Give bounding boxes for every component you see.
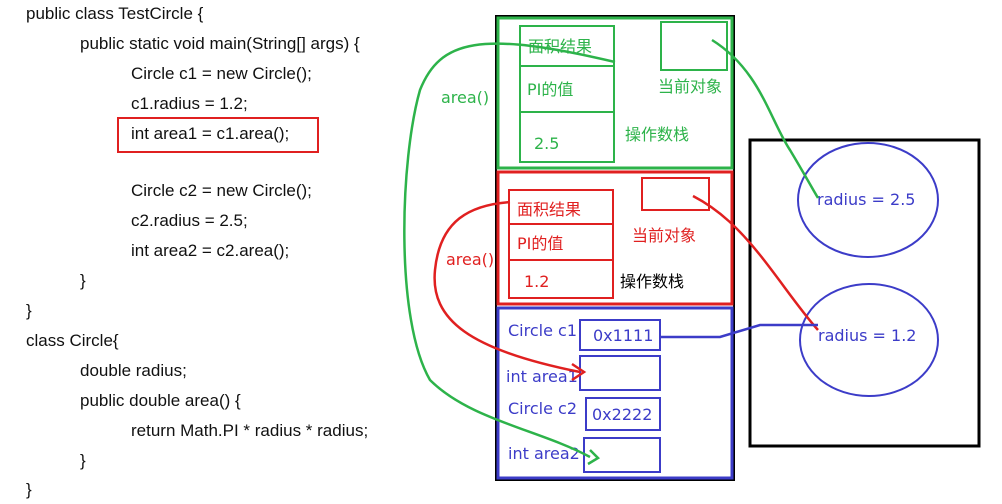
call-label-bottom: area() xyxy=(446,250,494,269)
code-line: public static void main(String[] args) { xyxy=(80,34,360,53)
arrow-this-top-to-heap xyxy=(711,38,820,199)
stack-frame-top: 面积结果 PI的值 2.5 当前对象 操作数栈 xyxy=(496,16,734,170)
frame-top-operand-label: 操作数栈 xyxy=(625,125,689,144)
frame-top-border xyxy=(496,16,734,170)
code-line: } xyxy=(26,301,32,320)
frame-top-this-cell xyxy=(660,21,728,71)
arrow-area2-to-top-frame xyxy=(403,42,616,459)
frame-bottom-this-label: 当前对象 xyxy=(632,226,696,245)
frame-main-border xyxy=(496,306,734,480)
code-line: c2.radius = 2.5; xyxy=(131,211,248,230)
heap-object-top-label: radius = 2.5 xyxy=(817,190,915,209)
frame-bottom-value: 1.2 xyxy=(524,272,549,291)
stack-frame-main: Circle c1 0x1111 int area1 Circle c2 0x2… xyxy=(496,306,734,480)
code-line: } xyxy=(26,480,32,499)
c2-ref-cell xyxy=(585,397,661,431)
arrow-area1-to-frame xyxy=(433,200,581,374)
code-line: c1.radius = 1.2; xyxy=(131,94,248,113)
frame-top-value-cell xyxy=(519,111,615,163)
heap-object-top xyxy=(797,142,939,258)
code-line: Circle c2 = new Circle(); xyxy=(131,181,312,200)
stack-outline xyxy=(495,15,735,481)
code-line: public class TestCircle { xyxy=(26,4,204,23)
code-line: return Math.PI * radius * radius; xyxy=(131,421,369,440)
heap-object-bottom xyxy=(799,283,939,397)
heap: radius = 2.5 radius = 1.2 xyxy=(748,138,981,448)
frame-bottom-pi-label: PI的值 xyxy=(517,234,563,253)
heap-border xyxy=(748,138,981,448)
code-listing: public class TestCircle { public static … xyxy=(0,0,430,504)
arrow-c1-to-heap xyxy=(660,323,818,339)
frame-bottom-operand-label: 操作数栈 xyxy=(620,272,684,291)
arrowhead-area2 xyxy=(587,449,601,466)
area1-label: int area1 xyxy=(506,367,578,386)
code-highlight-box xyxy=(117,117,319,153)
frame-bottom-border xyxy=(496,170,734,306)
arrow-this-bottom-to-heap xyxy=(692,194,819,331)
area2-label: int area2 xyxy=(508,444,580,463)
code-line: class Circle{ xyxy=(26,331,119,350)
frame-top-pi-label: PI的值 xyxy=(527,80,573,99)
c2-ref-value: 0x2222 xyxy=(592,405,652,424)
code-line: } xyxy=(80,271,86,290)
code-line: } xyxy=(80,451,86,470)
frame-top-result-label: 面积结果 xyxy=(528,37,592,56)
code-line: double radius; xyxy=(80,361,187,380)
c1-label: Circle c1 xyxy=(508,321,577,340)
frame-top-value: 2.5 xyxy=(534,134,559,153)
call-label-top: area() xyxy=(441,88,489,107)
c1-ref-cell xyxy=(579,319,661,351)
code-line: int area2 = c2.area(); xyxy=(131,241,290,260)
stack-frame-bottom: 面积结果 PI的值 1.2 当前对象 操作数栈 xyxy=(496,170,734,306)
code-line-highlighted: int area1 = c1.area(); xyxy=(131,124,290,143)
code-line: Circle c1 = new Circle(); xyxy=(131,64,312,83)
frame-bottom-value-cell xyxy=(508,259,614,299)
heap-object-bottom-label: radius = 1.2 xyxy=(818,326,916,345)
frame-bottom-result-label: 面积结果 xyxy=(517,200,581,219)
arrowhead-area1 xyxy=(571,362,587,382)
frame-bottom-this-cell xyxy=(641,177,710,211)
frame-top-this-label: 当前对象 xyxy=(658,77,722,96)
code-line: public double area() { xyxy=(80,391,241,410)
area1-cell xyxy=(579,355,661,391)
c2-label: Circle c2 xyxy=(508,399,577,418)
c1-ref-value: 0x1111 xyxy=(593,326,653,345)
